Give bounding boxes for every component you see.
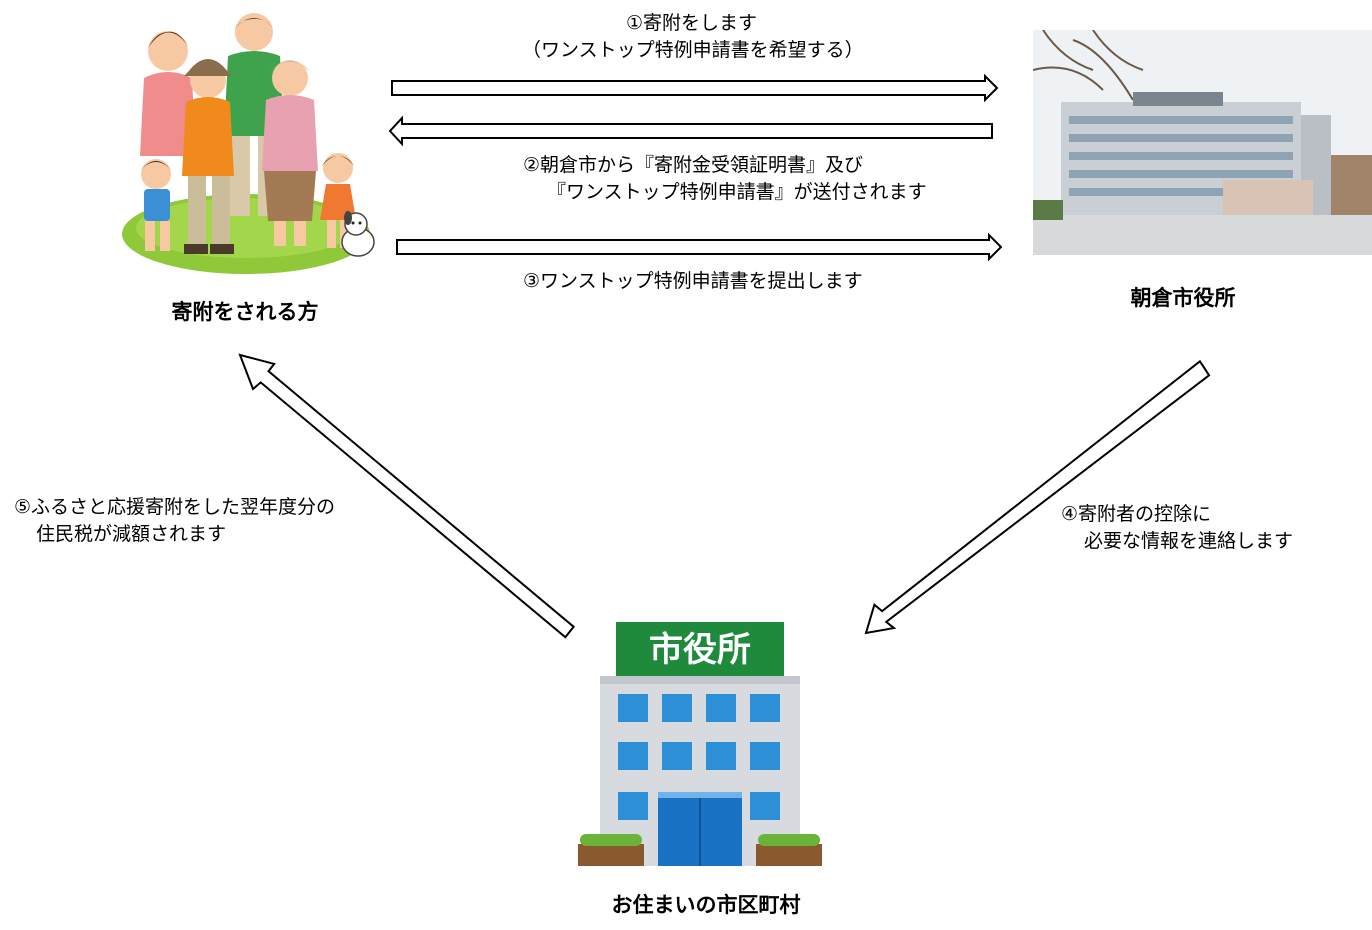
step5-text-line1: ⑤ふるさと応援寄附をした翌年度分の [14,496,336,518]
step1-text-line2: （ワンストップ特例申請書を希望する） [522,39,864,61]
step2-text-line2: 『ワンストップ特例申請書』が送付されます [547,181,927,203]
step5-text-line2: 住民税が減額されます [36,523,227,545]
family-icon [122,13,375,274]
step4-text-line2: 必要な情報を連絡します [1084,530,1294,552]
step2-text-line1: ②朝倉市から『寄附金受領証明書』及び [523,154,864,176]
arrow-step3 [396,232,1003,262]
step1-text-line1: ①寄附をします [626,12,758,34]
city-hall-photo [1033,30,1372,255]
step4-text-line1: ④寄附者の控除に [1061,503,1212,525]
step3-text-line1: ③ワンストップ特例申請書を提出します [523,270,863,292]
label-city-office: 朝倉市役所 [1130,286,1236,310]
arrow-step2 [388,115,993,147]
label-municipality: お住まいの市区町村 [611,893,801,917]
municipal-building-icon: 市役所 [578,622,822,866]
arrow-step5 [238,353,576,639]
arrow-step4 [864,359,1211,635]
arrow-step1 [391,73,999,103]
building-sign-text: 市役所 [649,630,751,670]
label-donor: 寄附をされる方 [171,300,319,324]
